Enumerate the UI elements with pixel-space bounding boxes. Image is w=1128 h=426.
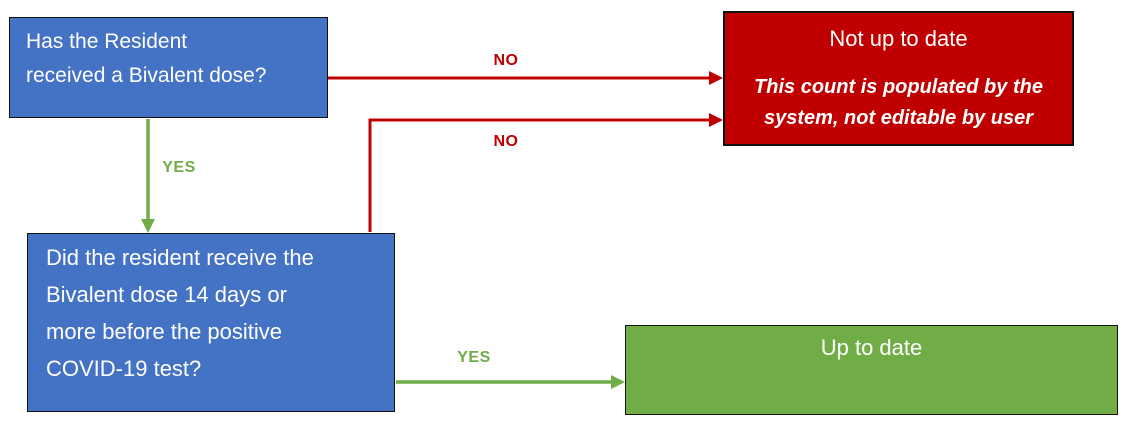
- question-node-14-days: Did the resident receive the Bivalent do…: [27, 233, 395, 412]
- edge-label-yes-right: YES: [457, 349, 491, 366]
- no-arrow-top: [328, 71, 723, 85]
- edge-label-no-bottom: NO: [493, 133, 519, 150]
- yes-arrow-right: [396, 375, 625, 389]
- outcome-note: This count is populated by the system, n…: [725, 72, 1072, 134]
- outcome-note-line: system, not editable by user: [764, 107, 1033, 129]
- outcome-title: Not up to date: [829, 26, 968, 51]
- question-text-line: Has the Resident: [26, 30, 188, 53]
- question-node-bivalent-dose: Has the Resident received a Bivalent dos…: [9, 17, 328, 118]
- outcome-node-up-to-date: Up to date: [625, 325, 1118, 415]
- question-text-line: COVID-19 test?: [46, 356, 202, 381]
- edge-label-yes-down: YES: [162, 159, 196, 176]
- outcome-title: Up to date: [820, 335, 923, 360]
- question-text-line: Did the resident receive the: [46, 245, 314, 270]
- question-text-line: Bivalent dose 14 days or: [46, 282, 287, 307]
- outcome-node-not-up-to-date: Not up to date This count is populated b…: [723, 11, 1074, 146]
- no-arrow-elbow: [368, 113, 723, 232]
- question-text-line: more before the positive: [46, 319, 283, 344]
- question-text-line: received a Bivalent dose?: [26, 64, 267, 87]
- yes-arrow-down: [141, 119, 155, 233]
- edge-label-no-top: NO: [493, 52, 519, 69]
- outcome-note-line: This count is populated by the: [754, 76, 1043, 98]
